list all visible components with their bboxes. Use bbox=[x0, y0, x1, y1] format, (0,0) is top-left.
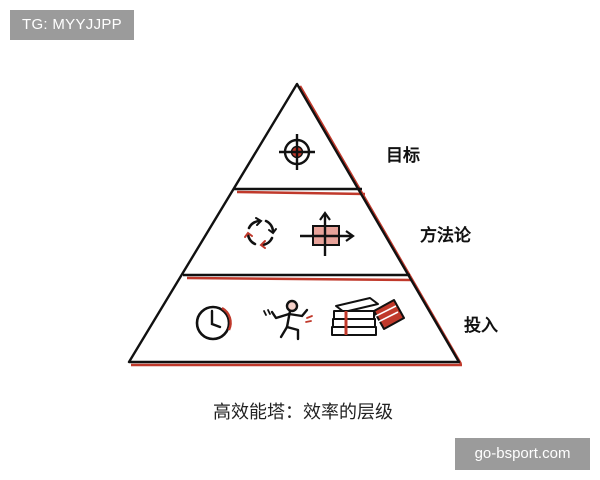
book-stack-icon bbox=[331, 297, 405, 336]
running-person-icon bbox=[263, 299, 313, 341]
level-label-bottom: 投入 bbox=[464, 315, 498, 336]
watermark-top: TG: MYYJJPP bbox=[10, 10, 134, 40]
pyramid-outline bbox=[127, 82, 461, 364]
watermark-bottom: go-bsport.com bbox=[455, 438, 590, 470]
diagram-caption: 高效能塔：效率的层级 bbox=[213, 402, 393, 423]
crossed-arrows-box-icon bbox=[300, 211, 355, 256]
level-label-top: 目标 bbox=[386, 145, 420, 166]
cycle-arrows-icon bbox=[244, 217, 277, 249]
clock-icon bbox=[195, 305, 232, 341]
level-label-middle: 方法论 bbox=[420, 225, 472, 246]
pyramid-shadow bbox=[131, 85, 463, 367]
crosshair-target-icon bbox=[279, 134, 315, 170]
